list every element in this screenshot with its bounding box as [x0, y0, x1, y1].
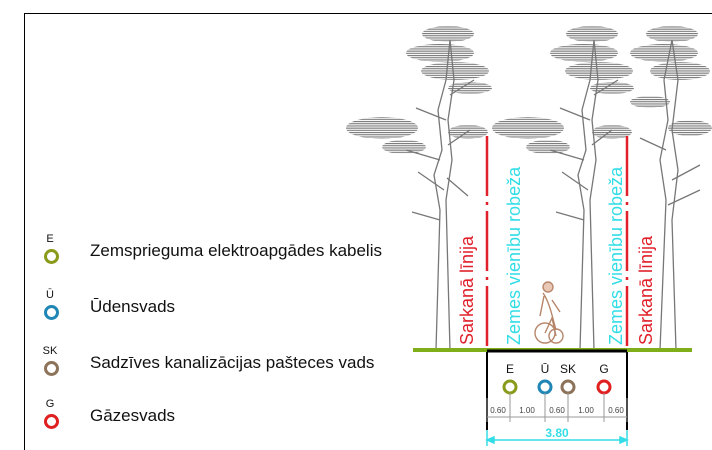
- spacing-label: 0.60: [608, 406, 624, 415]
- red-line-label-left: Sarkanā līnija: [457, 235, 477, 345]
- water-pipe-marker-icon: [537, 379, 553, 395]
- cyclist-icon: [534, 281, 564, 344]
- tree-right-icon: [492, 26, 634, 351]
- boundary-label-right: Zemes vienību robeža: [606, 166, 626, 345]
- water-pipe-icon: [44, 305, 59, 320]
- drawing-frame: [24, 13, 712, 450]
- sewer-pipe-marker-icon: [560, 379, 576, 395]
- legend-code: SK: [42, 345, 58, 357]
- spacing-label: 1.00: [519, 406, 535, 415]
- sewer-pipe-icon: [44, 361, 59, 376]
- gas-pipe-marker-icon: [596, 379, 612, 395]
- gas-pipe-icon: [44, 414, 59, 429]
- boundary-label-left: Zemes vienību robeža: [504, 166, 524, 345]
- spacing-label: 0.60: [549, 406, 565, 415]
- total-width-label: 3.80: [545, 426, 569, 440]
- total-width-dimension: [485, 430, 629, 446]
- legend-code: G: [45, 398, 55, 410]
- red-line-label-right: Sarkanā līnija: [636, 235, 656, 345]
- tree-left-icon: [346, 26, 492, 351]
- legend-code: Ū: [46, 289, 54, 301]
- legend-label: Ūdensvads: [90, 297, 176, 316]
- legend-label: Sadzīves kanalizācijas pašteces vads: [90, 353, 375, 372]
- spacing-dimensions: [486, 393, 628, 422]
- legend-label: Gāzesvads: [90, 406, 176, 425]
- spacing-label: 1.00: [578, 406, 594, 415]
- spacing-label: 0.60: [490, 406, 506, 415]
- pipe-code-g: G: [599, 362, 608, 376]
- pipe-code-e: E: [506, 362, 514, 376]
- pipe-markers: E Ū SK G: [502, 362, 612, 395]
- electric-cable-icon: [44, 249, 59, 264]
- pipe-code-sk: SK: [560, 362, 576, 376]
- pipe-code-u: Ū: [541, 362, 550, 376]
- electric-pipe-icon: [502, 379, 518, 395]
- legend-code: E: [46, 233, 54, 245]
- legend-label: Zemsprieguma elektroapgādes kabelis: [90, 241, 382, 260]
- tree-far-right-icon: [630, 26, 712, 351]
